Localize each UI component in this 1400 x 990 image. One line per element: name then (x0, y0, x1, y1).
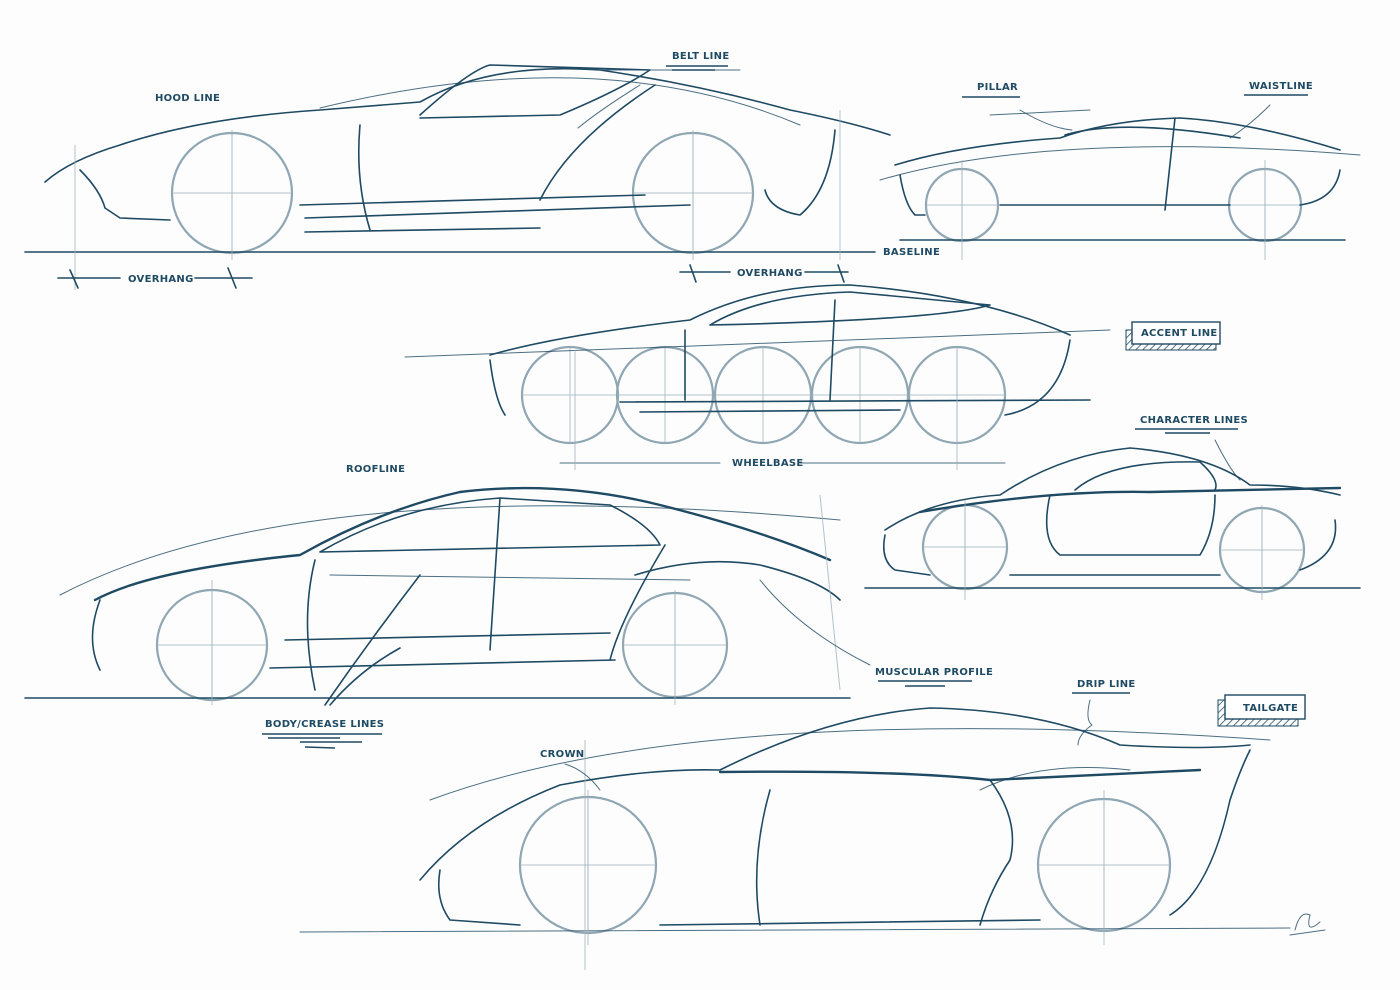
car-sketch-wheelbase-study (404, 284, 1111, 470)
wheel-crosshair (715, 347, 811, 443)
label-overhang-front: OVERHANG (128, 274, 194, 285)
annotations: HOOD LINE BELT LINE PILLAR WAISTLINE BAS… (57, 51, 1313, 791)
label-drip-line: DRIP LINE (1077, 679, 1136, 690)
label-accent-line: ACCENT LINE (1141, 328, 1218, 339)
label-baseline: BASELINE (883, 247, 940, 258)
wheel-crosshair (617, 347, 713, 443)
label-waistline: WAISTLINE (1249, 81, 1313, 92)
accent-line-box (1131, 321, 1221, 345)
label-character-lines: CHARACTER LINES (1140, 415, 1248, 426)
car-sketch-supercar-bottom (299, 707, 1291, 970)
label-wheelbase: WHEELBASE (732, 458, 804, 469)
car-sketch-coupe-top-left (24, 64, 891, 290)
artist-signature (1289, 913, 1326, 936)
label-roofline: ROOFLINE (346, 464, 405, 475)
wheel-crosshair (812, 347, 908, 443)
car-sketch-coupe-right (864, 447, 1361, 600)
label-body-crease-lines: BODY/CREASE LINES (265, 719, 384, 730)
car-sketch-sedan-left (24, 486, 851, 706)
wheels (155, 131, 1306, 935)
tailgate-box (1224, 694, 1306, 720)
wheel-crosshair (522, 347, 618, 443)
label-overhang-rear: OVERHANG (737, 268, 803, 279)
label-pillar: PILLAR (977, 82, 1018, 93)
label-belt-line: BELT LINE (672, 51, 729, 62)
label-hood-line: HOOD LINE (155, 93, 220, 104)
label-tailgate: TAILGATE (1243, 703, 1298, 714)
car-sketch-sedan-top-right (879, 109, 1361, 260)
label-crown: CROWN (540, 749, 584, 760)
label-muscular-profile: MUSCULAR PROFILE (875, 667, 993, 678)
